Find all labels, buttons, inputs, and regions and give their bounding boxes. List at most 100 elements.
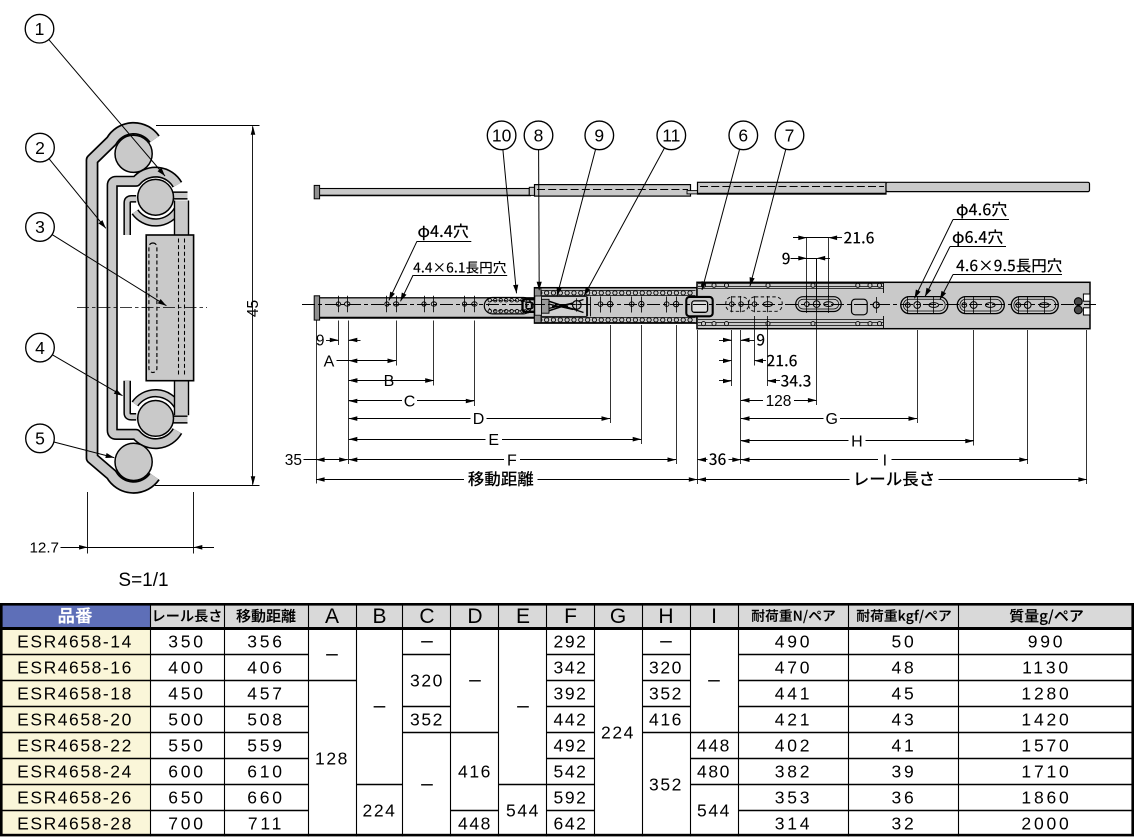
svg-text:356: 356 [247,632,285,652]
svg-text:448: 448 [697,736,731,756]
svg-text:406: 406 [247,658,285,678]
svg-text:H: H [658,605,673,628]
svg-text:1860: 1860 [1021,788,1071,808]
svg-text:C: C [419,605,434,628]
svg-text:48: 48 [891,658,916,678]
svg-text:–: – [708,668,720,691]
svg-text:353: 353 [775,788,813,808]
svg-text:314: 314 [775,814,813,834]
svg-text:9: 9 [594,126,604,146]
svg-text:ESR4658-26: ESR4658-26 [17,788,133,808]
svg-text:392: 392 [554,684,588,704]
svg-text:352: 352 [649,684,683,704]
svg-text:D: D [473,411,485,428]
svg-text:400: 400 [168,658,206,678]
svg-text:544: 544 [506,801,540,821]
svg-text:D: D [467,605,482,628]
svg-text:G: G [825,411,837,428]
svg-text:450: 450 [168,684,206,704]
svg-text:E: E [488,432,499,449]
svg-text:–: – [374,694,386,717]
svg-text:36: 36 [891,788,916,808]
svg-text:4: 4 [35,338,45,358]
svg-text:–: – [326,642,338,665]
svg-text:292: 292 [554,632,588,652]
svg-text:7: 7 [785,126,795,146]
svg-text:B: B [384,373,395,390]
svg-text:224: 224 [363,801,397,821]
svg-text:1570: 1570 [1021,736,1071,756]
svg-text:ESR4658-18: ESR4658-18 [17,684,133,704]
svg-text:1: 1 [35,19,45,39]
svg-text:542: 542 [554,762,588,782]
svg-text:492: 492 [554,736,588,756]
svg-text:B: B [372,605,386,628]
svg-text:320: 320 [649,658,683,678]
svg-text:9: 9 [316,332,325,349]
svg-text:ESR4658-24: ESR4658-24 [17,762,133,782]
svg-text:–: – [421,629,433,652]
svg-text:43: 43 [891,710,916,730]
svg-text:C: C [404,394,416,411]
svg-text:5: 5 [35,429,45,449]
svg-text:457: 457 [247,684,285,704]
svg-text:35: 35 [285,452,302,469]
svg-text:–: – [469,668,481,691]
svg-text:402: 402 [775,736,813,756]
svg-text:6: 6 [738,126,748,146]
svg-text:ESR4658-28: ESR4658-28 [17,814,133,834]
svg-text:–: – [517,694,529,717]
svg-text:224: 224 [601,723,635,743]
svg-text:352: 352 [649,775,683,795]
svg-text:421: 421 [775,710,813,730]
svg-text:A: A [325,605,339,628]
svg-text:442: 442 [554,710,588,730]
svg-text:39: 39 [891,762,916,782]
svg-text:711: 711 [248,814,284,834]
svg-text:642: 642 [554,814,588,834]
svg-text:F: F [564,605,577,628]
svg-text:352: 352 [410,710,444,730]
svg-text:128: 128 [766,393,792,410]
svg-text:G: G [610,605,626,628]
svg-text:700: 700 [168,814,206,834]
svg-text:448: 448 [458,814,492,834]
svg-text:990: 990 [1028,632,1066,652]
svg-text:342: 342 [554,658,588,678]
svg-text:A: A [324,353,335,370]
svg-text:12.7: 12.7 [29,540,59,557]
svg-text:500: 500 [168,710,206,730]
svg-text:ESR4658-16: ESR4658-16 [17,658,133,678]
svg-text:–: – [421,772,433,795]
svg-text:660: 660 [247,788,285,808]
svg-text:–: – [660,629,672,652]
svg-text:1280: 1280 [1021,684,1071,704]
svg-text:128: 128 [315,749,349,769]
svg-text:320: 320 [410,671,444,691]
svg-text:600: 600 [168,762,206,782]
svg-text:45: 45 [891,684,916,704]
svg-text:S=1/1: S=1/1 [118,570,168,591]
svg-text:32: 32 [891,814,916,834]
svg-text:1130: 1130 [1022,658,1071,678]
svg-text:650: 650 [168,788,206,808]
svg-text:550: 550 [168,736,206,756]
svg-text:2: 2 [35,138,45,158]
svg-text:41: 41 [891,736,916,756]
svg-text:441: 441 [775,684,813,704]
svg-text:382: 382 [775,762,813,782]
svg-text:350: 350 [168,632,206,652]
svg-text:I: I [711,605,717,628]
svg-text:490: 490 [775,632,813,652]
svg-text:E: E [516,605,530,628]
svg-text:508: 508 [247,710,285,730]
svg-text:ESR4658-20: ESR4658-20 [17,710,133,730]
svg-text:1420: 1420 [1021,710,1071,730]
svg-text:416: 416 [458,762,492,782]
svg-text:2000: 2000 [1021,814,1071,834]
svg-text:8: 8 [534,126,544,146]
svg-text:544: 544 [697,801,731,821]
svg-text:610: 610 [247,762,285,782]
svg-text:ESR4658-14: ESR4658-14 [17,632,133,652]
svg-text:470: 470 [775,658,813,678]
